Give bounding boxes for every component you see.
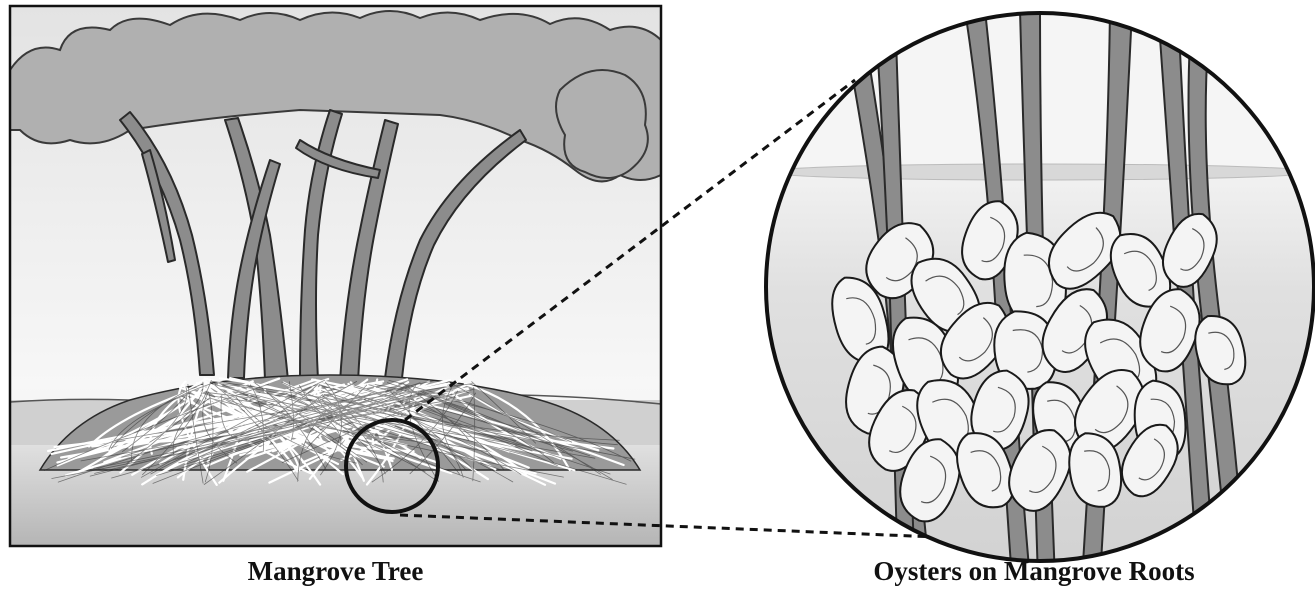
mangrove-tree-caption: Mangrove Tree xyxy=(10,556,661,587)
oysters-caption: Oysters on Mangrove Roots xyxy=(760,556,1308,587)
oyster-zoom-panel xyxy=(760,10,1315,580)
mangrove-tree-panel xyxy=(10,6,661,546)
